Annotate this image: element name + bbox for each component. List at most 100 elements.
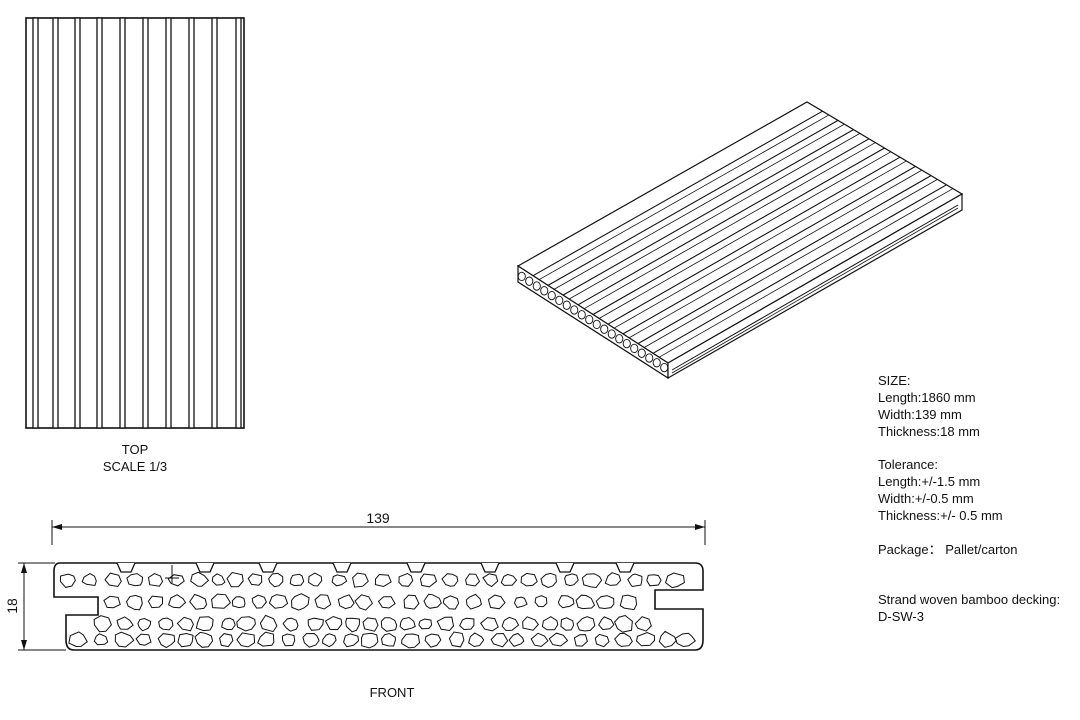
iso-cell [615,334,624,344]
front-strand-cell [268,594,289,609]
front-strand-cell [177,632,194,648]
front-groove-notch [615,562,635,573]
isometric-view [516,101,964,380]
spec-product-block: Strand woven bamboo decking: D-SW-3 [878,591,1060,625]
front-strand-cell [530,632,549,648]
front-strand-cell [635,631,656,647]
iso-groove-line [577,138,870,306]
front-strand-cell [147,573,164,587]
front-strand-cell [627,573,643,588]
iso-cell [607,329,616,339]
front-strand-cell [598,616,615,631]
iso-groove-line [652,184,947,354]
front-strand-cell [81,573,97,587]
iso-cell [622,338,631,349]
iso-groove-line [568,133,860,300]
front-strand-cell [167,594,187,609]
top-groove [235,17,242,429]
front-strand-cell [401,633,421,649]
top-view-label: TOP SCALE 1/3 [85,441,185,475]
front-view: 139 18 [4,510,706,651]
front-strand-cell [324,615,343,631]
spec-tolerance-heading: Tolerance: [878,457,938,472]
iso-cell [562,300,571,310]
top-groove [142,17,149,429]
front-strand-cell [634,616,652,632]
iso-cell [577,310,586,320]
front-strand-cell [423,593,442,609]
front-strand-cell [157,633,176,649]
front-strand-cell [103,595,121,609]
front-strand-cell [362,617,379,632]
front-strand-cell [158,617,174,631]
front-strand-cell [135,633,152,646]
iso-groove-line [628,170,922,339]
front-groove-notch [332,562,352,573]
front-strand-cell [564,573,579,587]
iso-cell [645,353,654,363]
iso-groove-line [613,160,907,329]
front-strand-cell [190,571,210,587]
top-view-title: TOP [121,442,149,457]
front-strand-cell [520,572,538,587]
front-groove-notch [258,562,278,573]
iso-side-tongue-groove [671,204,959,371]
iso-cell [532,281,541,291]
width-arrow-left [52,524,62,530]
front-strand-pattern [59,571,696,649]
front-strand-cell [465,593,482,610]
front-strand-cell [93,633,109,646]
front-strand-cell [337,594,355,610]
iso-cell [652,358,661,368]
front-strand-cell [513,596,528,609]
front-strand-cell [114,631,135,648]
front-strand-cell [575,594,596,610]
front-strand-cell [126,594,143,611]
front-strand-cell [345,617,360,633]
front-strand-cell [236,616,256,632]
front-strand-cell [594,633,610,648]
spec-package: Package： Pallet/carton [878,542,1018,557]
front-strand-cell [418,618,433,630]
thickness-arrow-bottom [21,640,27,650]
iso-cell [637,348,646,358]
front-strand-cell [281,633,296,647]
front-strand-cell [374,573,392,588]
front-strand-cell [189,593,208,610]
spec-length: Length:1860 mm [878,390,976,405]
iso-side-face [667,192,963,380]
iso-cell [555,295,564,306]
front-strand-cell [595,595,615,610]
front-strand-cell [302,632,320,648]
spec-tol-length: Length:+/-1.5 mm [878,474,981,489]
spec-tol-width: Width:+/-0.5 mm [878,491,974,506]
thickness-arrow-top [21,563,27,573]
iso-groove-line [592,147,885,315]
front-strand-cell [380,632,396,647]
front-strand-cell [282,617,299,632]
front-strand-cell [665,572,685,589]
iso-groove-line [622,165,916,335]
iso-groove-line [583,142,876,310]
front-groove-notch [116,562,136,573]
iso-cell [547,290,556,301]
top-groove [74,17,81,429]
front-strand-cell [231,596,246,609]
top-groove [165,17,172,429]
iso-cell [517,271,526,282]
front-strand-cell [619,594,638,611]
front-strand-cell [289,573,305,587]
front-strand-cell [167,574,185,587]
spec-size-heading: SIZE: [878,373,911,388]
front-strand-cell [419,573,438,588]
front-strand-cell [480,617,499,632]
front-strand-cell [576,616,596,632]
front-strand-cell [399,616,416,631]
thickness-dimension-label: 18 [4,598,20,614]
front-strand-cell [322,633,337,648]
spec-tolerance-block: Tolerance: Length:+/-1.5 mm Width:+/-0.5… [878,456,1003,524]
front-strand-cell [195,616,214,632]
front-groove-notch [406,562,426,573]
front-strand-cell [436,616,455,632]
front-strand-cell [259,614,278,633]
